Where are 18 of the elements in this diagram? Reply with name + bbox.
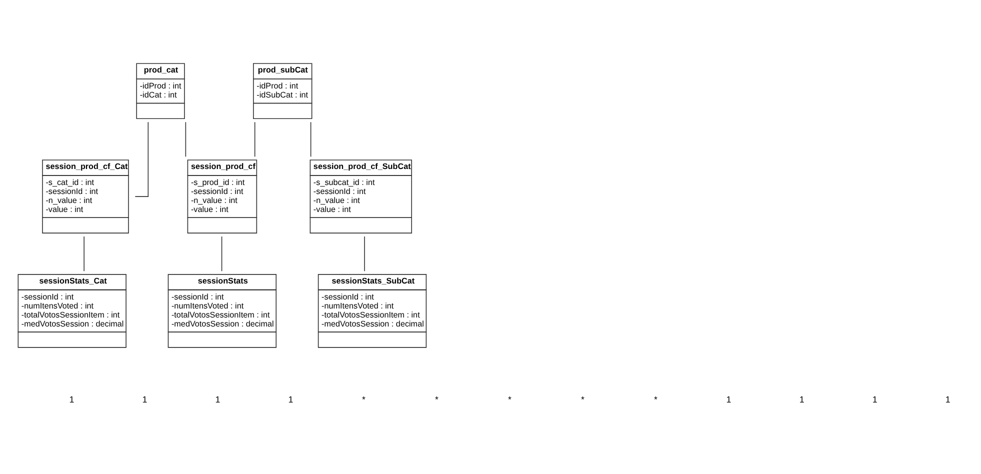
connector <box>221 236 222 272</box>
label: 1 <box>142 394 148 404</box>
label: * <box>508 394 512 404</box>
connector <box>185 121 186 157</box>
label: 1 <box>69 394 74 404</box>
label: 1 <box>288 394 294 404</box>
label: * <box>654 394 658 404</box>
label: * <box>362 394 366 404</box>
label: 1 <box>215 394 220 404</box>
connector <box>310 121 312 157</box>
label: 1 <box>872 394 878 404</box>
connector <box>254 121 256 157</box>
label: 1 <box>945 394 950 404</box>
label: 1 <box>726 394 732 404</box>
label: * <box>435 394 438 404</box>
label: * <box>581 394 585 404</box>
connector <box>364 236 365 272</box>
label: 1 <box>799 394 804 404</box>
